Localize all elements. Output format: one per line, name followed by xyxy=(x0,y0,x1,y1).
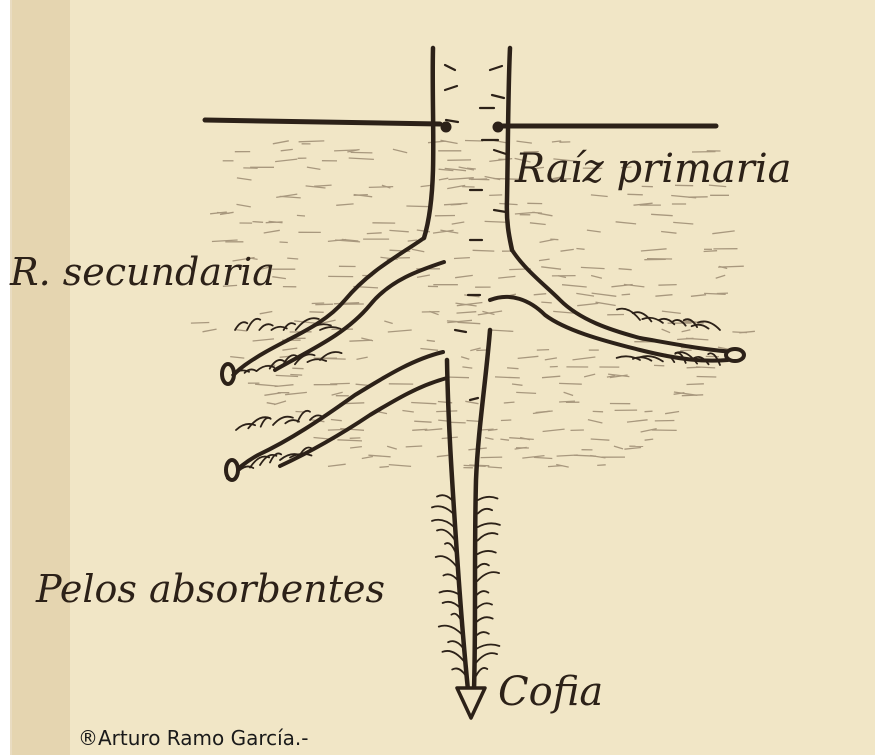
soil-hatch-mark xyxy=(330,383,350,384)
soil-hatch-mark xyxy=(507,368,518,369)
soil-hatch-mark xyxy=(718,266,744,267)
soil-hatch-mark xyxy=(537,350,549,351)
soil-hatch-mark xyxy=(315,304,333,305)
soil-hatch-mark xyxy=(576,249,584,250)
soil-hatch-mark xyxy=(292,368,303,369)
soil-hatch-mark xyxy=(481,457,503,458)
soil-hatch-mark xyxy=(217,213,229,214)
soil-hatch-mark xyxy=(550,239,558,240)
soil-hatch-mark xyxy=(504,402,515,403)
label-root-hairs: Pelos absorbentes xyxy=(35,567,385,611)
soil-hatch-mark xyxy=(367,233,382,234)
soil-hatch-mark xyxy=(328,430,344,431)
soil-hatch-mark xyxy=(704,251,718,252)
label-secondary-root: R. secundaria xyxy=(9,250,275,294)
page-shadow-left xyxy=(10,0,70,755)
soil-hatch-mark xyxy=(559,401,575,402)
credit-text: ®Arturo Ramo García.- xyxy=(78,726,309,750)
soil-hatch-mark xyxy=(380,467,389,468)
soil-hatch-mark xyxy=(622,294,631,295)
soil-hatch-mark xyxy=(471,179,487,180)
soil-hatch-mark xyxy=(687,384,704,385)
soil-hatch-mark xyxy=(680,350,692,351)
soil-hatch-mark xyxy=(541,302,552,303)
soil-hatch-mark xyxy=(351,152,373,153)
label-primary-root: Raíz primaria xyxy=(514,146,792,192)
soil-hatch-mark xyxy=(645,411,653,412)
soil-hatch-mark xyxy=(559,383,582,384)
soil-hatch-mark xyxy=(450,377,470,378)
soil-hatch-mark xyxy=(266,222,283,223)
soil-hatch-mark xyxy=(312,303,325,304)
soil-hatch-mark xyxy=(287,258,298,259)
soil-hatch-mark xyxy=(406,206,431,207)
soil-hatch-mark xyxy=(658,285,676,286)
soil-hatch-mark xyxy=(451,422,466,423)
soil-hatch-mark xyxy=(253,222,264,223)
soil-hatch-mark xyxy=(597,465,606,466)
soil-hatch-mark xyxy=(309,312,323,313)
soil-hatch-mark xyxy=(501,420,511,421)
soil-hatch-mark xyxy=(321,358,346,359)
soil-hatch-mark xyxy=(704,293,726,294)
soil-hatch-mark xyxy=(489,195,502,196)
soil-hatch-mark xyxy=(290,375,302,376)
soil-hatch-mark xyxy=(451,204,462,205)
soil-hatch-mark xyxy=(406,446,423,447)
soil-hatch-mark xyxy=(454,258,470,259)
soil-hatch-mark xyxy=(627,194,642,195)
soil-hatch-mark xyxy=(280,242,288,243)
soil-hatch-mark xyxy=(297,215,305,216)
soil-hatch-mark xyxy=(473,250,495,251)
soil-hatch-mark xyxy=(299,141,325,142)
label-root-cap: Cofia xyxy=(498,669,603,715)
soil-hatch-mark xyxy=(465,141,483,142)
soil-hatch-mark xyxy=(191,323,209,324)
soil-hatch-mark xyxy=(697,377,717,378)
